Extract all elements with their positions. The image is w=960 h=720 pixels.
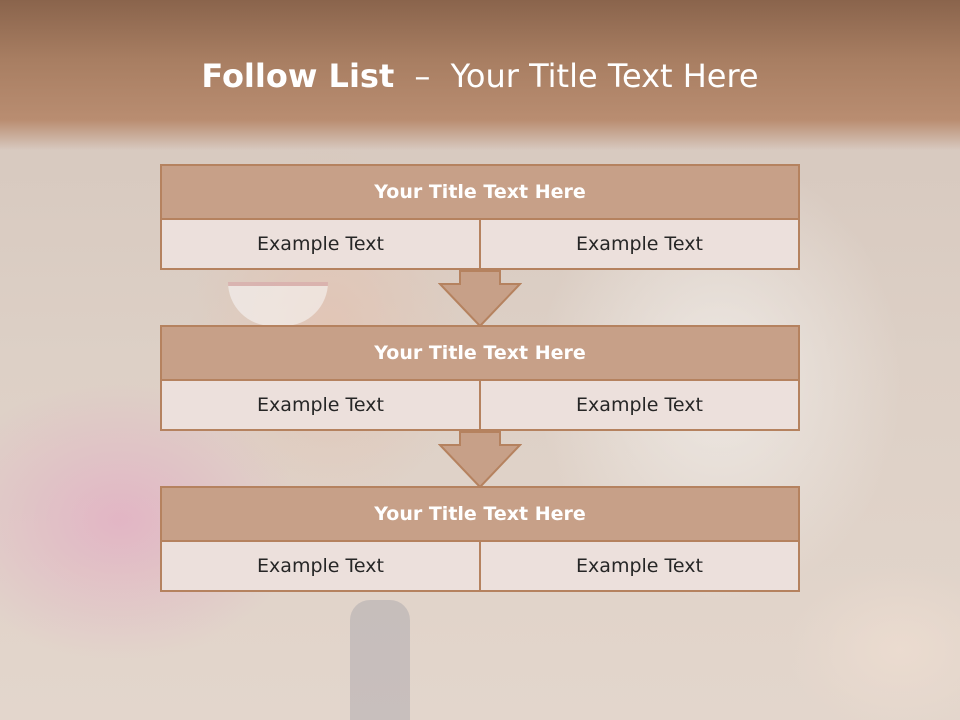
block-cell-left: Example Text xyxy=(257,394,384,416)
page-title: Follow List – Your Title Text Here xyxy=(0,56,960,96)
down-arrow-icon xyxy=(438,270,522,328)
list-block-2: Your Title Text Here Example Text Exampl… xyxy=(160,325,800,431)
block-cell-right: Example Text xyxy=(479,542,798,590)
block-title: Your Title Text Here xyxy=(160,486,800,542)
down-arrow-icon xyxy=(438,431,522,489)
list-block-1: Your Title Text Here Example Text Exampl… xyxy=(160,164,800,270)
block-title: Your Title Text Here xyxy=(160,164,800,220)
block-row: Example Text Example Text xyxy=(160,220,800,270)
page-title-bold: Follow List xyxy=(201,57,395,95)
photo-smile-detail xyxy=(228,282,328,326)
block-title: Your Title Text Here xyxy=(160,325,800,381)
list-block-3: Your Title Text Here Example Text Exampl… xyxy=(160,486,800,592)
page-title-rest: Your Title Text Here xyxy=(450,57,759,95)
block-cell-right: Example Text xyxy=(479,220,798,268)
photo-sleeve-detail xyxy=(350,600,410,720)
block-cell-left: Example Text xyxy=(257,555,384,577)
block-row: Example Text Example Text xyxy=(160,381,800,431)
page-title-dash: – xyxy=(414,57,431,95)
block-row: Example Text Example Text xyxy=(160,542,800,592)
header-band xyxy=(0,0,960,150)
block-cell-left: Example Text xyxy=(257,233,384,255)
block-cell-right: Example Text xyxy=(479,381,798,429)
